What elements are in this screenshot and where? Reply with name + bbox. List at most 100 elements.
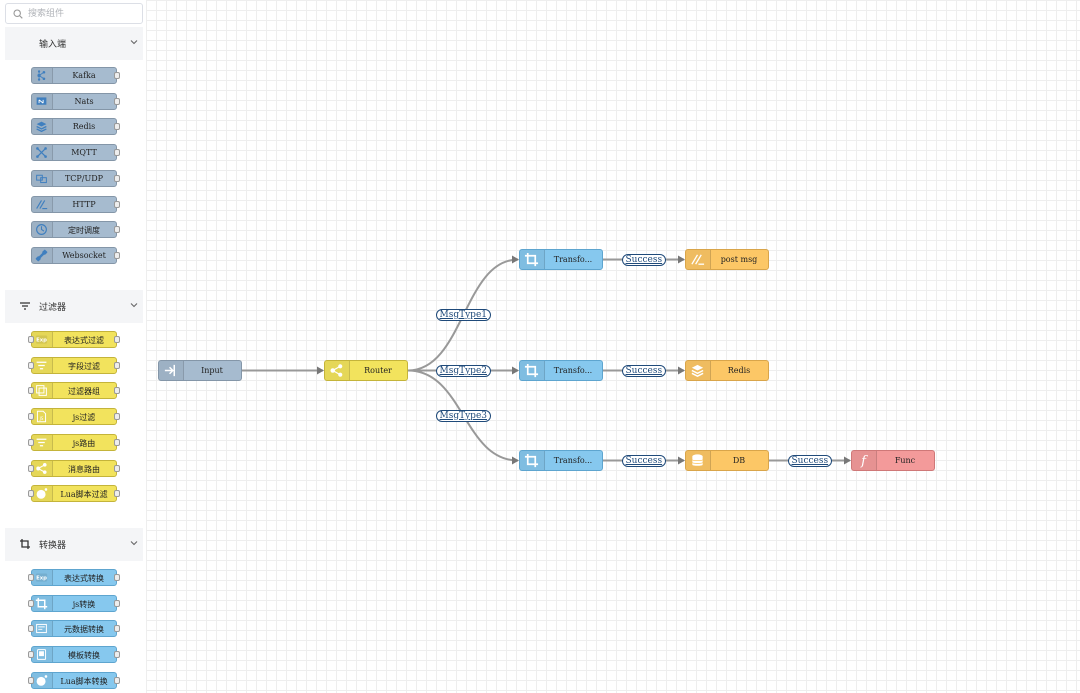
output-port[interactable]	[114, 625, 120, 633]
edge-label[interactable]: MsgType3	[435, 409, 491, 422]
node-icon-box	[686, 451, 711, 470]
output-port[interactable]	[114, 599, 120, 607]
flow-node-redis[interactable]: Redis	[685, 360, 769, 381]
input-port[interactable]	[28, 413, 34, 421]
flow-node-t2[interactable]: Transfo...	[519, 360, 603, 381]
input-port[interactable]	[28, 438, 34, 446]
output-port[interactable]	[114, 361, 120, 369]
palette-node[interactable]: Redis	[31, 118, 120, 136]
output-port[interactable]	[114, 97, 120, 105]
js-file-icon: JS	[36, 410, 47, 423]
palette-node[interactable]: MQTT	[31, 144, 120, 162]
palette-node[interactable]: Kafka	[31, 67, 120, 84]
edge-label[interactable]: Success	[787, 454, 833, 467]
chevron-down-icon[interactable]	[130, 540, 138, 546]
palette-category-header[interactable]: 输入端	[5, 27, 143, 60]
flow-node-router[interactable]: Router	[324, 360, 408, 381]
edge-label[interactable]: MsgType2	[435, 364, 491, 377]
edge-arrowhead	[678, 456, 685, 465]
search-icon	[13, 9, 23, 19]
edge-arrowhead	[317, 366, 324, 375]
palette-node[interactable]: 消息路由	[28, 459, 120, 477]
flow-node-label: Transfo...	[553, 456, 593, 465]
output-port[interactable]	[114, 438, 120, 446]
node-icon-box	[32, 621, 53, 637]
output-port[interactable]	[114, 574, 120, 581]
palette-node[interactable]: 模板转换	[28, 646, 120, 664]
palette-node-label: Lua脚本转换	[60, 676, 108, 686]
palette-node[interactable]: 过滤器组	[28, 382, 120, 400]
palette-node[interactable]: HTTP	[31, 195, 120, 213]
input-port[interactable]	[28, 490, 34, 498]
input-port[interactable]	[28, 599, 34, 607]
palette-node[interactable]: Nats	[31, 92, 120, 110]
input-port[interactable]	[28, 464, 34, 472]
palette-node[interactable]: js转换	[28, 594, 120, 612]
node-icon-box: JS	[32, 409, 53, 425]
flow-node-t3[interactable]: Transfo...	[519, 450, 603, 471]
input-port[interactable]	[28, 574, 34, 581]
input-port[interactable]	[28, 676, 34, 684]
palette-node[interactable]: 字段过滤	[28, 356, 120, 374]
chevron-down-icon[interactable]	[130, 39, 138, 45]
edge-label[interactable]: Success	[621, 454, 667, 467]
output-port[interactable]	[114, 676, 120, 684]
palette-node[interactable]: 元数据转换	[28, 620, 120, 638]
input-arrow-icon	[164, 364, 175, 377]
search-box[interactable]	[5, 3, 143, 24]
output-port[interactable]	[114, 490, 120, 498]
flow-node-input[interactable]: Input	[158, 360, 242, 381]
filter-icon	[36, 361, 47, 370]
palette-node-label: js转换	[72, 599, 96, 609]
flow-node-label: Transfo...	[553, 366, 593, 375]
search-input[interactable]	[28, 6, 138, 21]
node-icon-box	[159, 361, 184, 380]
palette-node[interactable]: 定时调度	[31, 221, 120, 239]
chevron-down-icon[interactable]	[130, 302, 138, 308]
palette-node[interactable]: Websocket	[31, 246, 120, 264]
node-icon-box	[325, 361, 350, 380]
kafka-icon	[37, 70, 46, 81]
metadata-icon	[36, 624, 47, 634]
output-port[interactable]	[114, 387, 120, 395]
input-port[interactable]	[28, 336, 34, 343]
node-icon-box	[32, 647, 53, 663]
input-port[interactable]	[28, 651, 34, 659]
palette-node[interactable]: Lua脚本转换	[28, 671, 120, 689]
output-port[interactable]	[114, 174, 120, 182]
flow-node-t1[interactable]: Transfo...	[519, 249, 603, 270]
input-port[interactable]	[28, 387, 34, 395]
redis-icon	[36, 122, 47, 133]
palette-category-header[interactable]: 转换器	[5, 528, 143, 561]
output-port[interactable]	[114, 651, 120, 659]
palette-node[interactable]: Lua脚本过滤	[28, 485, 120, 503]
output-port[interactable]	[114, 149, 120, 157]
edge-label[interactable]: Success	[621, 253, 667, 266]
input-port[interactable]	[28, 625, 34, 633]
flow-node-db[interactable]: DB	[685, 450, 769, 471]
share-icon	[36, 462, 47, 474]
palette-node[interactable]: js路由	[28, 433, 120, 451]
node-icon-box	[32, 486, 53, 502]
output-port[interactable]	[114, 464, 120, 472]
palette-node[interactable]: TCP/UDP	[31, 169, 120, 187]
output-port[interactable]	[114, 413, 120, 421]
edge-label[interactable]: MsgType1	[435, 309, 491, 321]
output-port[interactable]	[114, 200, 120, 208]
palette-category-header[interactable]: 过滤器	[5, 290, 143, 323]
crop-icon	[524, 453, 539, 468]
flow-node-label: Redis	[727, 366, 751, 375]
output-port[interactable]	[114, 226, 120, 234]
output-port[interactable]	[114, 72, 120, 79]
output-port[interactable]	[114, 123, 120, 131]
input-port[interactable]	[28, 361, 34, 369]
edge-label[interactable]: Success	[621, 364, 667, 377]
flow-node-postmsg[interactable]: post msg	[685, 249, 769, 270]
output-port[interactable]	[114, 251, 120, 259]
output-port[interactable]	[114, 336, 120, 343]
